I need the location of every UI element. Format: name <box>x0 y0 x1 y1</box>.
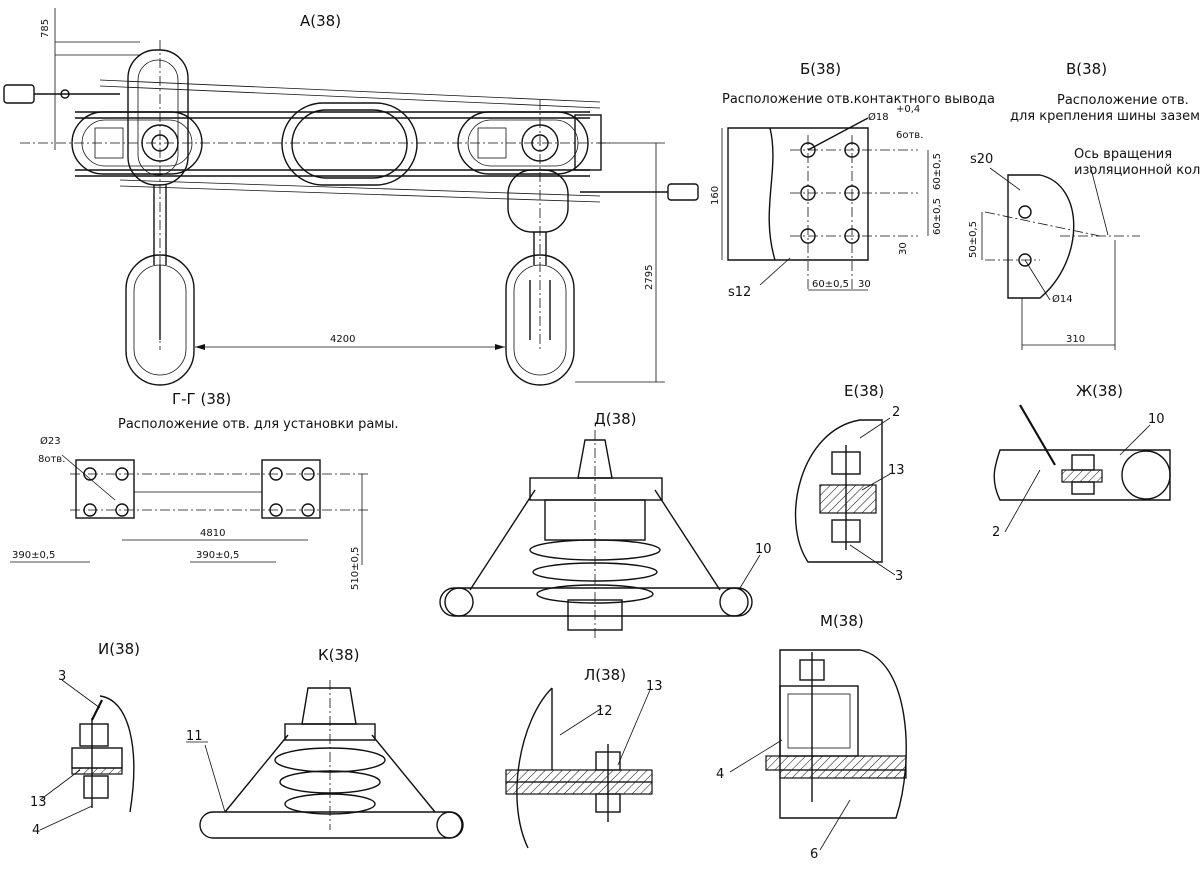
view-e: Е(38) 2 13 3 <box>794 382 905 584</box>
view-i-title: И(38) <box>98 640 140 658</box>
dim-g-span: 4810 <box>200 528 225 539</box>
dim-785: 785 <box>40 8 140 150</box>
view-v-caption-1: Расположение отв. <box>1057 93 1189 108</box>
dim-b-h2: 30 <box>858 279 871 290</box>
callout-l-12: 12 <box>596 704 613 719</box>
thickness-v: s20 <box>970 152 993 167</box>
hole-g-count: 8отв. <box>38 454 65 465</box>
detail-zh-outline <box>993 449 1171 501</box>
earthing-blade-right <box>505 232 575 386</box>
view-i: И(38) 3 13 4 <box>30 640 140 838</box>
view-d-title: Д(38) <box>594 410 637 428</box>
view-v-caption-2: для крепления шины заземления <box>1010 109 1200 124</box>
callout-i-4: 4 <box>32 823 40 838</box>
dim-v-hole: Ø14 <box>1052 293 1073 305</box>
dim-4200: 4200 <box>195 334 505 350</box>
view-m-title: М(38) <box>820 612 864 630</box>
hole-b-tol: +0,4 <box>896 104 920 115</box>
dim-g-right: 510±0,5 <box>350 547 361 590</box>
view-zh-title: Ж(38) <box>1076 382 1123 400</box>
view-d: Д(38) 10 <box>439 410 772 640</box>
dim-b-v3: 30 <box>898 242 909 255</box>
hole-g-label: Ø23 <box>40 435 61 447</box>
dim-785-label: 785 <box>40 19 51 38</box>
view-g-caption: Расположение отв. для установки рамы. <box>118 417 399 432</box>
view-k: К(38) 11 <box>186 646 464 839</box>
hole-b-label: Ø18 <box>868 111 889 123</box>
center-insulator <box>281 102 418 186</box>
detail-i-outline <box>99 695 135 813</box>
dim-b-v1: 60±0,5 <box>932 153 943 190</box>
dim-2795: 2795 <box>575 142 665 383</box>
dim-4200-label: 4200 <box>330 334 355 345</box>
ring-pipe-k <box>199 811 463 839</box>
detail-l-outline <box>516 687 553 849</box>
dim-g-mid: 390±0,5 <box>196 550 239 561</box>
frame-plate-right <box>261 459 321 519</box>
dim-v-width: 310 <box>1066 334 1085 345</box>
plate-b <box>727 127 869 261</box>
callout-k-11: 11 <box>186 729 203 744</box>
ring-pipe <box>439 587 753 617</box>
dim-v-pitch: 50±0,5 <box>968 221 979 258</box>
view-v: В(38) Расположение отв. для крепления ши… <box>968 60 1200 350</box>
left-rotor <box>71 40 203 350</box>
callout-zh-10: 10 <box>1148 412 1165 427</box>
view-a: А(38) 785 <box>3 8 699 386</box>
plate-v <box>1007 174 1075 299</box>
handle-left <box>3 84 35 104</box>
view-g-title: Г-Г (38) <box>172 390 231 408</box>
bracket-k-left <box>224 734 289 813</box>
earthing-blade-left <box>125 185 195 386</box>
view-zh: Ж(38) 10 2 <box>992 382 1171 540</box>
hole-b-count: 6отв. <box>896 130 923 141</box>
callout-l-13: 13 <box>646 679 663 694</box>
callout-d-10: 10 <box>755 542 772 557</box>
dim-b-h1: 60±0,5 <box>812 279 849 290</box>
callout-e-13: 13 <box>888 463 905 478</box>
view-e-title: Е(38) <box>844 382 884 400</box>
callout-i-13: 13 <box>30 795 47 810</box>
handle-right <box>667 183 699 201</box>
dim-g-left: 390±0,5 <box>12 550 55 561</box>
dim-2795-label: 2795 <box>644 265 655 290</box>
callout-m-4: 4 <box>716 767 724 782</box>
dim-160-label: 160 <box>710 186 721 205</box>
axis-label-1: Ось вращения <box>1074 147 1172 162</box>
view-l-title: Л(38) <box>584 666 626 684</box>
frame-holes <box>83 467 315 517</box>
callout-e-2: 2 <box>892 405 900 420</box>
bracket-right <box>654 489 721 591</box>
bracket-k-right <box>371 734 436 813</box>
bracket-left <box>469 489 536 591</box>
frame-plate-left <box>75 459 135 519</box>
view-l: Л(38) 12 13 <box>505 666 663 849</box>
view-v-title: В(38) <box>1066 60 1107 78</box>
detail-e-outline <box>794 419 883 563</box>
plate-b-holes <box>790 135 918 290</box>
callout-e-3: 3 <box>895 569 903 584</box>
view-b-title: Б(38) <box>800 60 841 78</box>
thickness-b: s12 <box>728 285 751 300</box>
detail-m-outline <box>779 649 907 819</box>
view-b: Б(38) Расположение отв.контактного вывод… <box>710 60 995 300</box>
view-g: Г-Г (38) Расположение отв. для установки… <box>10 390 399 590</box>
right-rotor <box>457 100 602 350</box>
view-m: М(38) 4 6 <box>716 612 907 862</box>
view-k-title: К(38) <box>318 646 359 664</box>
callout-i-3: 3 <box>58 669 66 684</box>
axis-label-2: изоляционной колонки <box>1074 163 1200 178</box>
insulator-k-top <box>301 687 357 725</box>
callout-zh-2: 2 <box>992 525 1000 540</box>
view-b-caption: Расположение отв.контактного вывода <box>722 92 995 107</box>
view-a-title: А(38) <box>300 12 341 30</box>
dim-b-v2: 60±0,5 <box>932 198 943 235</box>
callout-m-6: 6 <box>810 847 818 862</box>
